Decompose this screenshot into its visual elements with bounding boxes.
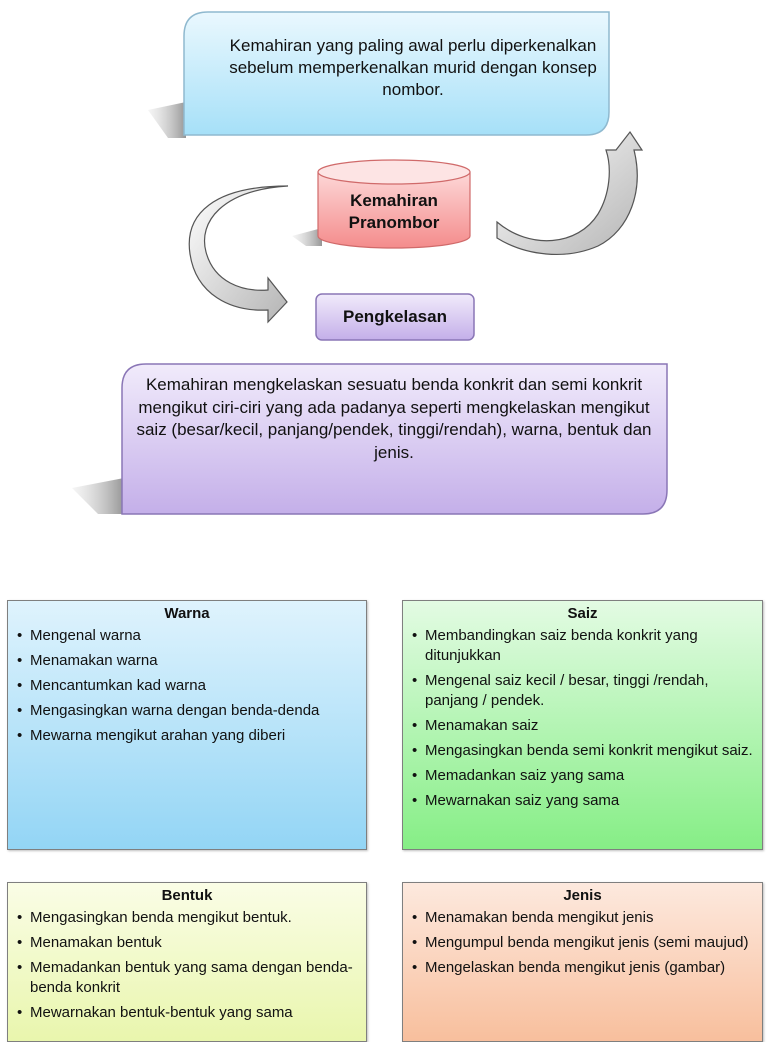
list-item: Membandingkan saiz benda konkrit yang di…: [412, 626, 754, 666]
list-item: Memadankan bentuk yang sama dengan benda…: [17, 958, 358, 998]
list-item: Mewarnakan saiz yang sama: [412, 791, 754, 811]
card-jenis: Jenis Menamakan benda mengikut jenis Men…: [402, 882, 763, 1042]
top-box-text: Kemahiran yang paling awal perlu diperke…: [229, 36, 597, 100]
list-item: Menamakan benda mengikut jenis: [412, 908, 754, 928]
list-item: Mewarnakan bentuk-bentuk yang sama: [17, 1003, 358, 1023]
card-saiz: Saiz Membandingkan saiz benda konkrit ya…: [402, 600, 763, 850]
card-list: Mengasingkan benda mengikut bentuk. Mena…: [16, 908, 358, 1023]
left-curved-arrow: [188, 185, 289, 324]
diagram-graphics: [72, 11, 668, 515]
card-title: Warna: [164, 605, 210, 622]
definition-box-shape: [121, 363, 668, 515]
list-item: Mewarna mengikut arahan yang diberi: [17, 726, 358, 746]
list-item: Memadankan saiz yang sama: [412, 766, 754, 786]
drum-shadow: [292, 228, 322, 246]
classification-box-shape: [315, 293, 475, 341]
top-box-shadow: [148, 102, 186, 138]
list-item: Menamakan saiz: [412, 716, 754, 736]
card-title: Jenis: [563, 887, 602, 904]
list-item: Mengumpul benda mengikut jenis (semi mau…: [412, 933, 754, 953]
top-box-shape: [183, 11, 610, 136]
list-item: Menamakan bentuk: [17, 933, 358, 953]
definition-box-text: Kemahiran mengkelaskan sesuatu benda kon…: [136, 375, 652, 462]
classification-label: Pengkelasan: [343, 307, 447, 326]
list-item: Mengelaskan benda mengikut jenis (gambar…: [412, 958, 754, 978]
list-item: Menamakan warna: [17, 651, 358, 671]
card-list: Membandingkan saiz benda konkrit yang di…: [411, 626, 754, 811]
right-curved-arrow: [496, 130, 644, 255]
list-item: Mencantumkan kad warna: [17, 676, 358, 696]
card-title: Saiz: [567, 605, 598, 622]
list-item: Mengasingkan benda semi konkrit mengikut…: [412, 741, 754, 761]
definition-box-shadow: [72, 478, 124, 514]
center-label-line1: Kemahiran: [350, 191, 438, 210]
center-label-line2: Pranombor: [348, 213, 440, 233]
card-list: Mengenal warna Menamakan warna Mencantum…: [16, 626, 358, 746]
list-item: Mengasingkan warna dengan benda-denda: [17, 701, 358, 721]
card-list: Menamakan benda mengikut jenis Mengumpul…: [411, 908, 754, 978]
card-title: Bentuk: [161, 887, 213, 904]
center-node-label: Kemahiran Pranombor: [318, 190, 470, 234]
card-bentuk: Bentuk Mengasingkan benda mengikut bentu…: [7, 882, 367, 1042]
list-item: Mengenal saiz kecil / besar, tinggi /ren…: [412, 671, 754, 711]
card-warna: Warna Mengenal warna Menamakan warna Men…: [7, 600, 367, 850]
list-item: Mengenal warna: [17, 626, 358, 646]
list-item: Mengasingkan benda mengikut bentuk.: [17, 908, 358, 928]
drum-shape: [317, 159, 471, 249]
